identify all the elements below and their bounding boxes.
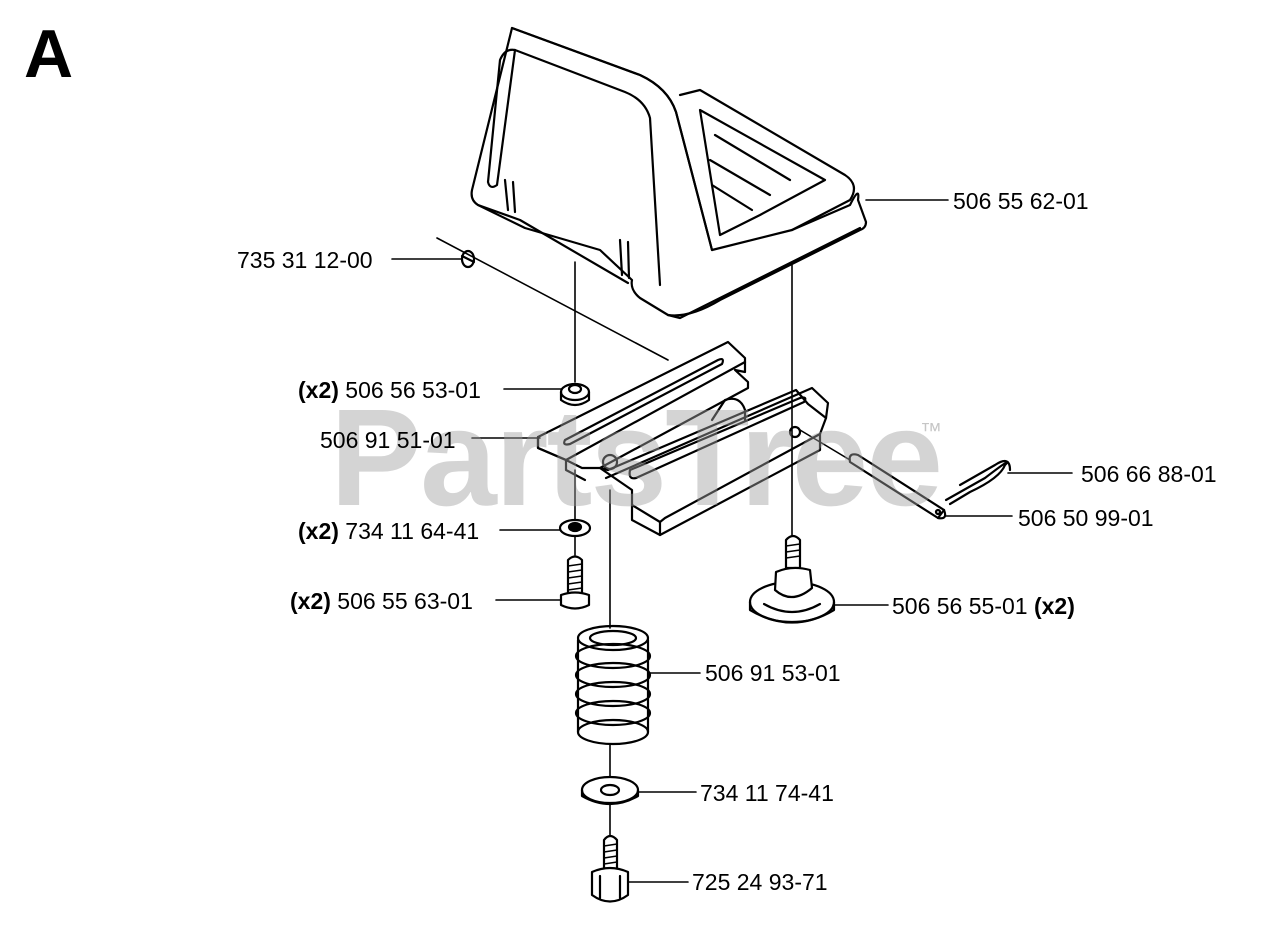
spring-part bbox=[574, 624, 652, 746]
label-small-washer[interactable]: (x2) 734 11 64-41 bbox=[298, 518, 480, 544]
seat-part bbox=[470, 26, 868, 320]
qty-marker: (x2) bbox=[1033, 593, 1075, 619]
label-bracket[interactable]: 506 91 51-01 bbox=[320, 427, 456, 453]
qty-marker: (x2) bbox=[298, 377, 339, 403]
qty-marker: (x2) bbox=[298, 518, 339, 544]
small-washer-part bbox=[558, 518, 592, 538]
clip-part bbox=[460, 249, 476, 269]
bracket-part bbox=[536, 340, 830, 537]
section-letter: A bbox=[24, 16, 74, 92]
label-nut[interactable]: (x2) 506 56 53-01 bbox=[298, 377, 481, 403]
label-spring[interactable]: 506 91 53-01 bbox=[705, 660, 841, 686]
label-seat[interactable]: 506 55 62-01 bbox=[953, 188, 1089, 214]
label-bolt[interactable]: 725 24 93-71 bbox=[692, 869, 828, 895]
trademark-symbol: ™ bbox=[920, 418, 942, 443]
screw-part bbox=[559, 555, 591, 610]
assembly-lines bbox=[436, 237, 851, 836]
nut-part bbox=[559, 382, 591, 407]
label-clip[interactable]: 735 31 12-00 bbox=[237, 247, 373, 273]
label-knob[interactable]: 506 56 55-01 (x2) bbox=[892, 593, 1075, 619]
knob-part bbox=[748, 534, 836, 624]
hairpin-part bbox=[944, 459, 1012, 506]
large-washer-part bbox=[580, 775, 640, 806]
label-pin[interactable]: 506 50 99-01 bbox=[1018, 505, 1154, 531]
qty-marker: (x2) bbox=[290, 588, 331, 614]
watermark: PartsTree bbox=[330, 381, 943, 535]
leader-lines bbox=[391, 199, 1073, 883]
label-screw[interactable]: (x2) 506 55 63-01 bbox=[290, 588, 473, 614]
label-large-washer[interactable]: 734 11 74-41 bbox=[700, 780, 834, 806]
bolt-part bbox=[590, 834, 630, 903]
label-hairpin[interactable]: 506 66 88-01 bbox=[1081, 461, 1217, 487]
